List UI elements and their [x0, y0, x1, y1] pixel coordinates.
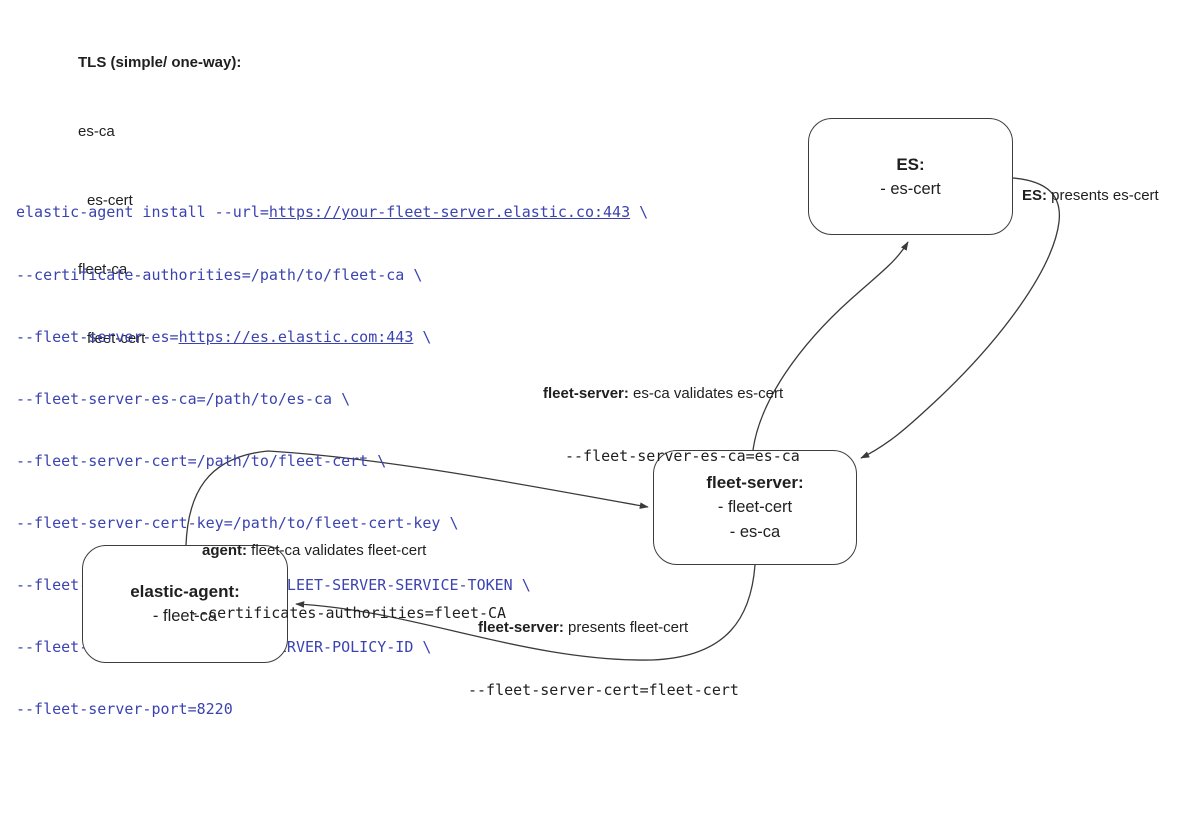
edge-label-text: agent: fleet-ca validates fleet-cert	[190, 540, 506, 561]
edge-label-rest: presents es-cert	[1047, 187, 1159, 204]
legend-title: TLS (simple/ one-way):	[78, 54, 242, 71]
legend-item-es-cert: es-cert	[87, 192, 133, 209]
elastic-agent-install-command: elastic-agent install --url=https://your…	[16, 161, 648, 761]
edge-label-text: ES: presents es-cert	[1022, 185, 1159, 206]
edge-label-text: fleet-server: presents fleet-cert	[468, 617, 739, 638]
node-elastic-agent-item: - fleet-ca	[152, 607, 218, 625]
edge-label-bold: agent:	[202, 542, 247, 559]
es-url-link[interactable]: https://es.elastic.com:443	[178, 327, 414, 346]
edge-label-flag: --fleet-server-es-ca=es-ca	[565, 447, 800, 465]
edge-label-bold: fleet-server:	[478, 619, 564, 636]
edge-label-flag: --certificates-authorities=fleet-CA	[190, 604, 507, 622]
edge-label-rest: es-ca validates es-cert	[628, 385, 784, 402]
edge-label-rest: presents fleet-cert	[563, 619, 689, 636]
arrow-es-presents-es-cert	[860, 177, 1061, 459]
arrow-agent-validates-fleet-cert	[185, 450, 649, 546]
arrow-fleet-server-validates-es-cert	[752, 241, 909, 451]
command-line: --fleet-server-port=8220	[16, 700, 233, 719]
command-line: --fleet-server-es=https://es.elastic.com…	[16, 327, 648, 348]
node-es-item: - es-cert	[880, 179, 941, 198]
node-fleet-server-item: - fleet-cert	[717, 498, 793, 516]
node-elastic-agent-title: elastic-agent:	[130, 582, 240, 601]
legend-item-fleet-cert: fleet-cert	[87, 330, 146, 347]
edge-label-text: fleet-server: es-ca validates es-cert	[543, 383, 800, 404]
edge-label-es-presents: ES: presents es-cert	[1022, 143, 1159, 248]
command-text: elastic-agent install --url=	[16, 203, 269, 222]
command-text: \	[413, 327, 432, 346]
edge-label-rest: fleet-ca validates fleet-cert	[247, 542, 427, 559]
node-fleet-server-item: - es-ca	[729, 523, 781, 541]
node-fleet-server-title: fleet-server:	[706, 473, 804, 492]
edge-label-fleet-server-presents: fleet-server: presents fleet-cert --flee…	[468, 575, 739, 743]
command-text: --fleet-server-es=	[16, 327, 179, 346]
node-es-title: ES:	[896, 154, 925, 174]
command-line: --certificate-authorities=/path/to/fleet…	[16, 265, 423, 284]
edge-label-bold: fleet-server:	[543, 385, 629, 402]
command-line: --fleet-server-cert-key=/path/to/fleet-c…	[16, 513, 459, 532]
tls-legend: TLS (simple/ one-way): es-ca es-cert fle…	[78, 5, 241, 396]
arrow-fleet-server-presents-fleet-cert	[295, 564, 756, 661]
edge-label-agent-validates: agent: fleet-ca validates fleet-cert --c…	[190, 498, 506, 666]
node-elastic-agent: elastic-agent: - fleet-ca	[82, 545, 288, 663]
command-line: elastic-agent install --url=https://your…	[16, 202, 648, 223]
command-text: \	[630, 203, 649, 222]
edge-label-fleet-server-validates: fleet-server: es-ca validates es-cert --…	[543, 341, 800, 509]
legend-item-es-ca: es-ca	[78, 123, 115, 140]
fleet-server-url-link[interactable]: https://your-fleet-server.elastic.co:443	[268, 203, 631, 222]
node-fleet-server: fleet-server: - fleet-cert - es-ca	[653, 450, 857, 565]
legend-item-fleet-ca: fleet-ca	[78, 261, 128, 278]
edge-label-bold: ES:	[1022, 187, 1048, 204]
command-line: --fleet-server-cert=/path/to/fleet-cert …	[16, 451, 387, 470]
edge-label-flag: --fleet-server-cert=fleet-cert	[468, 681, 739, 699]
node-es: ES: - es-cert	[808, 118, 1013, 235]
command-line: --fleet-server-es-ca=/path/to/es-ca \	[16, 389, 351, 408]
